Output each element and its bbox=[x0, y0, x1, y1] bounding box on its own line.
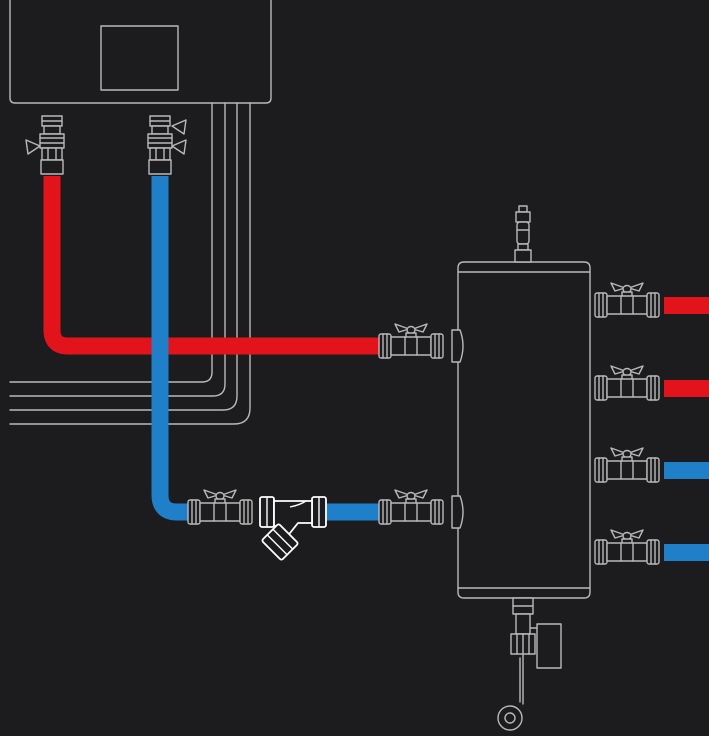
circuit-4-valve bbox=[594, 529, 660, 565]
boiler-display bbox=[100, 25, 179, 91]
circuit-2-valve bbox=[594, 365, 660, 401]
circuit-3-pipe bbox=[664, 462, 709, 479]
supply-pipe bbox=[43, 176, 383, 355]
control-wires bbox=[9, 102, 251, 425]
return-ball-valve bbox=[378, 489, 444, 525]
return-inlet-ball-valve bbox=[187, 489, 253, 525]
boiler-supply-valve bbox=[25, 115, 65, 175]
circuit-2-pipe bbox=[664, 380, 709, 397]
return-pipe bbox=[151, 176, 200, 521]
circuit-4-pipe bbox=[664, 544, 709, 561]
circuit-1-pipe bbox=[664, 297, 709, 314]
boiler-unit bbox=[9, 0, 272, 104]
supply-ball-valve bbox=[378, 323, 444, 359]
air-vent bbox=[514, 205, 532, 263]
circuit-1-valve bbox=[594, 282, 660, 318]
boiler-return-valve bbox=[147, 115, 187, 175]
drain-valve bbox=[497, 597, 562, 731]
circuit-pipes bbox=[664, 297, 709, 561]
hydraulic-separator bbox=[451, 261, 591, 599]
circuit-3-valve bbox=[594, 447, 660, 483]
y-strainer bbox=[259, 496, 327, 561]
